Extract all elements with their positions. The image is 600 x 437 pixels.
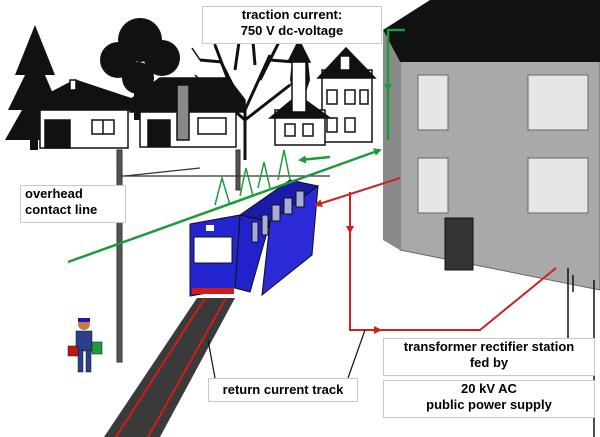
overhead-label-line1: overhead [25, 186, 83, 201]
station-building [383, 0, 600, 291]
house-2 [129, 77, 246, 148]
train [189, 179, 320, 297]
tree-center [100, 18, 180, 120]
tree-left [5, 25, 65, 150]
leader-lines [207, 329, 366, 379]
house-1 [32, 79, 136, 149]
house-3 [267, 38, 377, 146]
supply-label-line2: public power supply [426, 397, 552, 412]
traction-current-line2: 750 V dc-voltage [240, 23, 344, 38]
traction-current-line [67, 28, 405, 264]
transformer-rectifier-station-label: transformer rectifier station fed by [383, 338, 595, 376]
track [104, 297, 235, 437]
overhead-contact-line-label: overhead contact line [20, 185, 126, 223]
overhead-label-line2: contact line [25, 202, 98, 217]
station-label-line1: transformer rectifier station [403, 339, 575, 354]
public-power-supply-label: 20 kV AC public power supply [383, 380, 595, 418]
traction-current-label: traction current: 750 V dc-voltage [202, 6, 382, 44]
station-label-line2: fed by [469, 355, 509, 370]
traction-current-line1: traction current: [241, 7, 343, 22]
supply-label-line1: 20 kV AC [461, 381, 517, 396]
pantographs [214, 149, 291, 206]
messenger-wire [119, 167, 330, 177]
return-current-track-label: return current track [208, 378, 358, 402]
worker-figure [67, 318, 103, 373]
return-track-text: return current track [222, 382, 344, 397]
return-current-line [314, 177, 557, 334]
